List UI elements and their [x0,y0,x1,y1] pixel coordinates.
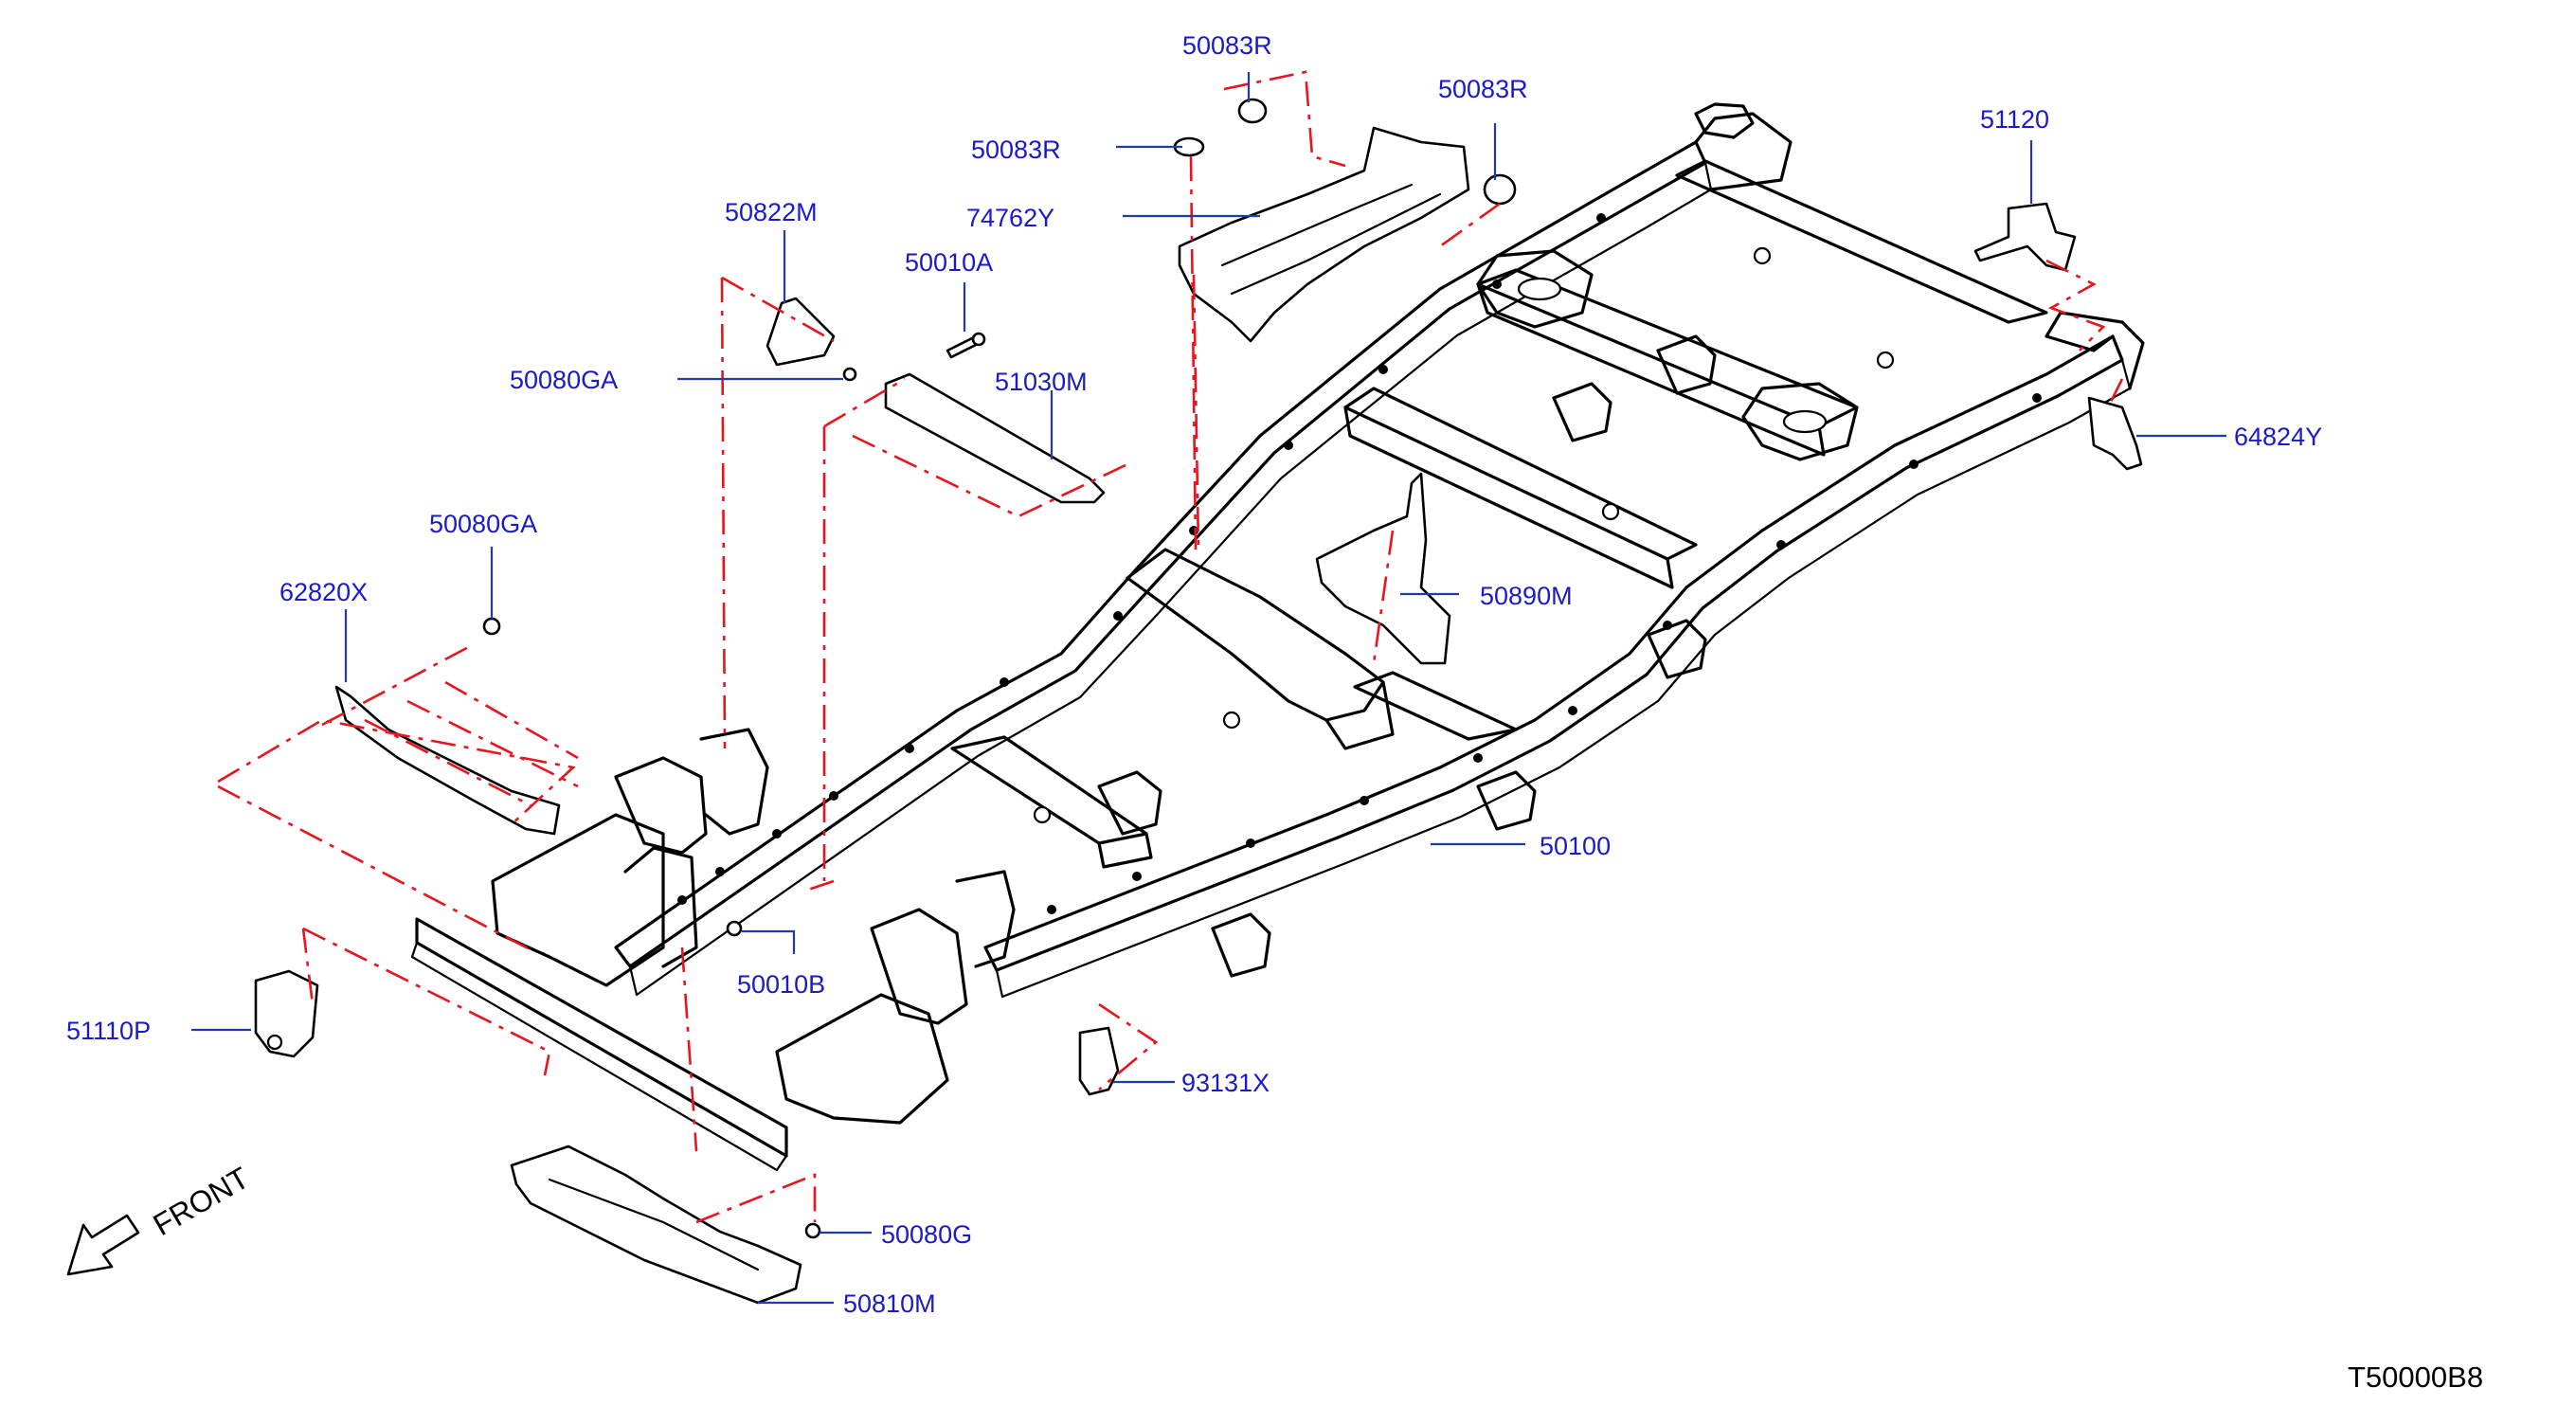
bracket-64824Y [2087,396,2143,471]
cross-member-center [1353,671,1518,741]
rail-cover-51030M [884,372,1106,504]
right-side-rail [983,334,2124,972]
label-50010B: 50010B [737,970,825,999]
front-label: FRONT [148,1161,255,1242]
bolt-50080GA-lower [482,617,501,636]
callout-labels: 50083R 50083R 50083R 74762Y 50822M 50010… [66,31,2322,1318]
label-51110P: 51110P [66,1017,151,1045]
label-64824Y: 64824Y [2234,423,2322,451]
front-arrow-icon [66,1214,140,1276]
label-50080GA-lower: 50080GA [429,510,537,538]
cross-member-rear-1 [1343,387,1698,589]
front-direction-indicator: FRONT [66,1161,255,1276]
bracket-93131X [1078,1026,1120,1096]
assembly-lines [217,70,2124,1224]
label-50080G: 50080G [881,1220,972,1249]
bracket-51110P [254,969,319,1058]
label-93131X: 93131X [1181,1069,1270,1097]
insulator-50890M [1315,472,1451,665]
bracket-50822M [766,297,836,367]
cross-member-rear-3 [1675,159,2048,324]
label-50083R-right: 50083R [1438,75,1528,103]
cross-member-front [950,735,1153,869]
label-50083R-top: 50083R [1182,31,1272,60]
diagram-code: T50000B8 [2348,1361,2483,1394]
leader-lines [191,72,2226,1305]
bracket-51120 [1973,202,2077,272]
front-bumper-beam [415,917,788,1158]
label-50810M: 50810M [843,1289,936,1318]
chassis-frame [410,102,2145,1172]
label-50010A: 50010A [905,248,993,277]
bolt-50010B [726,920,743,937]
bolt-50080G [804,1222,821,1239]
label-50100: 50100 [1540,832,1611,860]
label-50822M: 50822M [725,198,818,226]
label-51030M: 51030M [995,368,1088,396]
label-50890M: 50890M [1480,582,1573,610]
under-cover-62820X [334,685,561,836]
plug-50083R-right [1483,173,1517,206]
label-50083R-left: 50083R [971,135,1061,164]
bolt-50080GA-upper [842,367,857,382]
skid-plate-50810M [510,1145,802,1305]
plug-50083R-top [1237,98,1268,124]
label-50080GA-upper: 50080GA [510,366,618,394]
label-62820X: 62820X [279,578,368,606]
heat-insulator-74762Y [1178,126,1470,343]
label-51120: 51120 [1980,105,2049,134]
label-74762Y: 74762Y [966,204,1054,232]
